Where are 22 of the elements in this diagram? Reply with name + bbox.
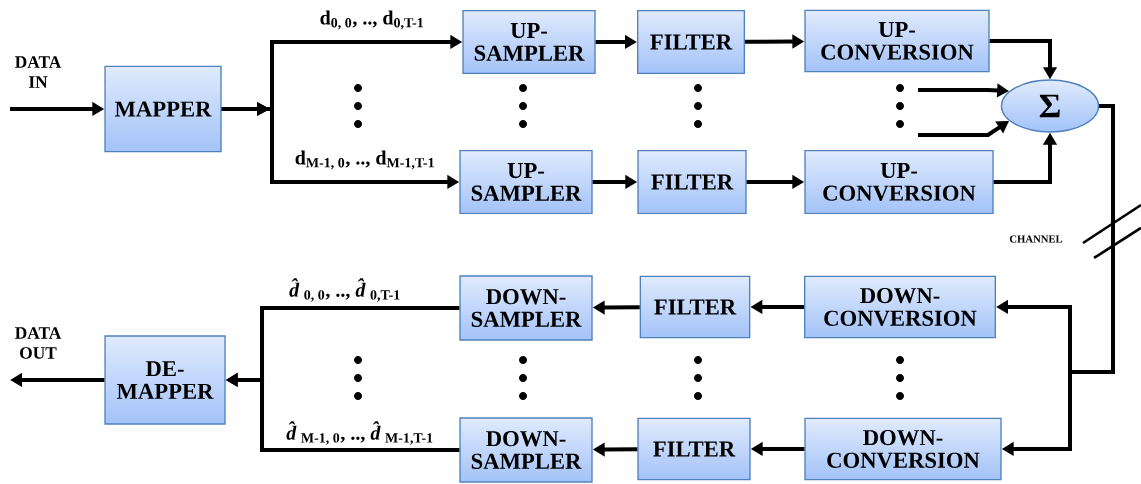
process-box: FILTER [637, 10, 745, 74]
process-box: DOWN- SAMPLER [459, 275, 593, 341]
input-label: DATA IN [15, 56, 62, 88]
process-box: UP- SAMPLER [459, 150, 593, 214]
channel-label: CHANNEL [1009, 235, 1063, 243]
process-box: DOWN- CONVERSION [804, 275, 996, 339]
edge-label: d̂$_{0, 0}$, .., d̂$_{0,T-1}$ [287, 277, 403, 303]
process-box: DE- MAPPER [104, 335, 226, 425]
process-box: UP- CONVERSION [804, 150, 994, 214]
process-box: UP- SAMPLER [462, 10, 596, 74]
process-box: UP- CONVERSION [804, 9, 990, 73]
summing-junction: Σ [1000, 79, 1100, 133]
process-box: DOWN- SAMPLER [459, 417, 593, 483]
edge-label: d$_{M-1, 0}$, .., d$_{M-1,T-1}$ [293, 149, 437, 171]
process-box: MAPPER [104, 65, 222, 153]
process-box: FILTER [637, 150, 747, 214]
output-label: DATA OUT [15, 327, 62, 359]
edge-label: d$_{0, 0}$, .., d$_{0,T-1}$ [318, 9, 426, 31]
process-box: DOWN- CONVERSION [804, 417, 1002, 481]
process-box: FILTER [639, 275, 751, 339]
edge-label: d̂$_{M-1, 0}$, .., d̂$_{M-1,T-1}$ [284, 420, 436, 446]
process-box: FILTER [637, 417, 751, 481]
